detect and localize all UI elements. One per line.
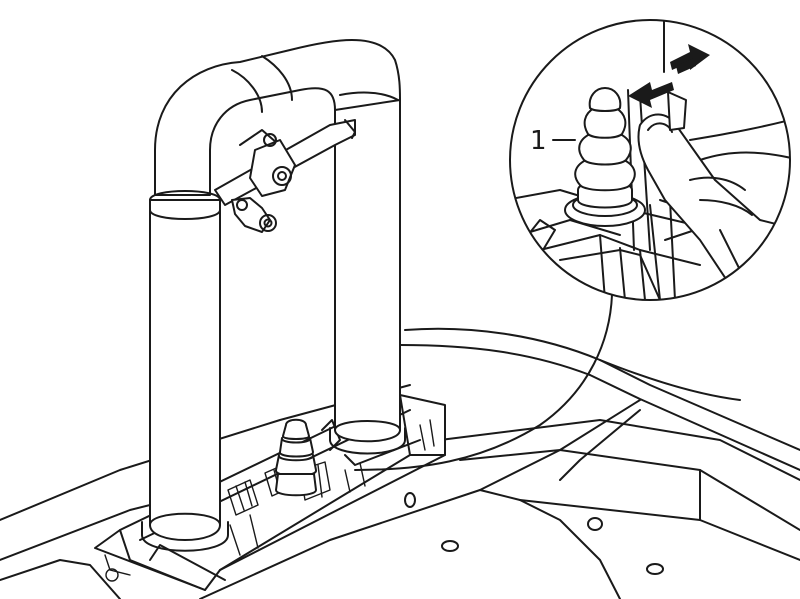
release-tab — [667, 91, 687, 131]
handle-top-bend — [154, 39, 401, 196]
handle-rear-leg — [329, 89, 406, 455]
double-headed-arrow-icon — [628, 44, 710, 108]
detail-pointer-line — [354, 294, 613, 471]
detail-inset — [509, 19, 791, 301]
handle-bracket — [214, 119, 356, 233]
connector-plug-small — [274, 418, 341, 497]
handle-front-leg — [141, 190, 229, 552]
vehicle-floor — [0, 327, 800, 599]
callout-label-1: 1 — [530, 126, 547, 156]
connector-plug-large — [564, 87, 646, 227]
